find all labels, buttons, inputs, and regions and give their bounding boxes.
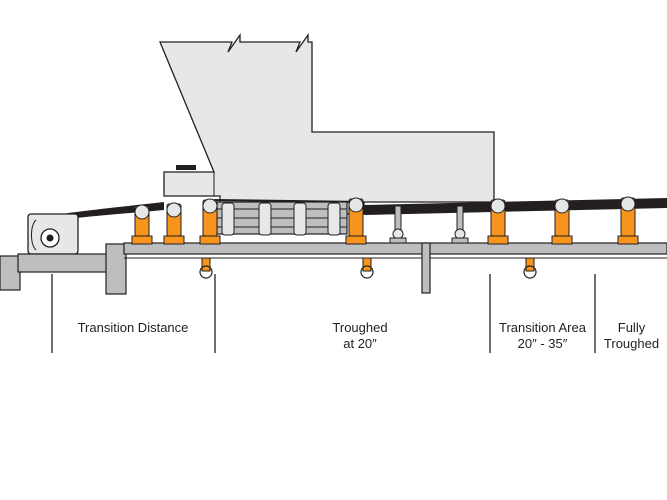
belt-support-stands: [389, 205, 469, 244]
return-idlers: [199, 257, 537, 279]
label-transition-area: Transition Area 20″ - 35″: [490, 320, 595, 352]
trough-idler: [131, 204, 153, 245]
section-dividers: [51, 274, 596, 353]
troughed-line-1: Troughed: [332, 320, 388, 335]
troughed-line-2: at 20″: [343, 336, 377, 351]
trough-idler: [199, 198, 221, 245]
transition-distance-text: Transition Distance: [77, 320, 189, 335]
trough-idler: [163, 202, 185, 245]
return-idler: [360, 257, 374, 279]
loading-chute: [159, 32, 495, 215]
trough-idler: [551, 198, 573, 245]
label-transition-distance: Transition Distance: [58, 320, 208, 336]
tail-frame: [0, 243, 127, 295]
impact-bed: [216, 201, 348, 236]
transition-area-line-2: 20″ - 35″: [517, 336, 568, 351]
transition-area-line-1: Transition Area: [499, 320, 586, 335]
trough-idler: [487, 198, 509, 245]
fully-troughed-line-2: Troughed: [603, 336, 660, 351]
tail-pulley: [27, 213, 79, 255]
return-idler: [523, 257, 537, 279]
belt-support-stand: [389, 205, 407, 244]
trough-idler: [345, 197, 367, 245]
label-fully-troughed: Fully Troughed: [596, 320, 667, 352]
belt-support-stand: [451, 205, 469, 244]
label-troughed: Troughed at 20″: [300, 320, 420, 352]
trough-idler: [617, 196, 639, 245]
fully-troughed-line-1: Fully: [617, 320, 646, 335]
return-idler: [199, 257, 213, 279]
trough-idlers: [131, 196, 639, 245]
